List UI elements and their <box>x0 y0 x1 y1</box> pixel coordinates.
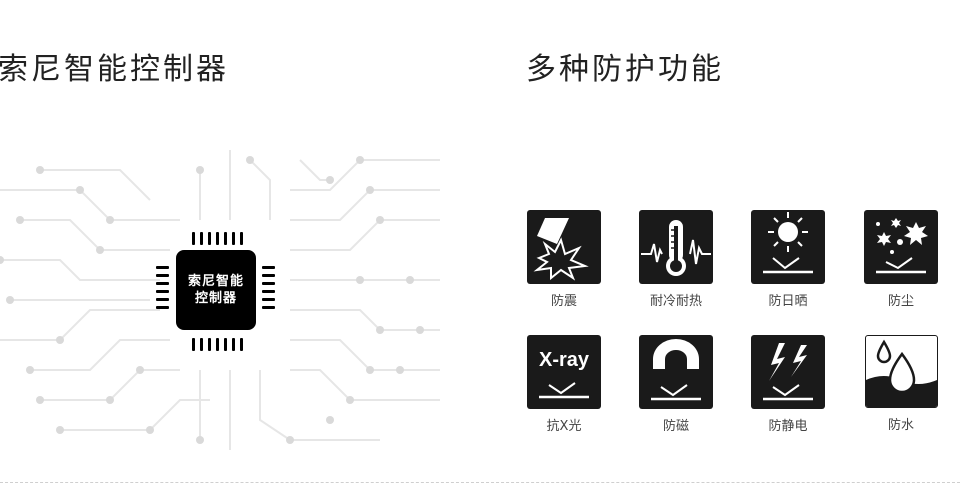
xray-icon-text: X-ray <box>538 349 590 371</box>
feature-xray-protection: X-ray 抗X光 <box>519 335 609 434</box>
feature-label: 抗X光 <box>546 419 582 434</box>
chip-label-line2: 控制器 <box>194 291 237 306</box>
magnet-icon <box>639 335 713 409</box>
feature-label: 防尘 <box>887 294 914 309</box>
chip-label: 索尼智能 控制器 <box>176 250 256 330</box>
chip-label-line1: 索尼智能 <box>187 274 244 289</box>
feature-magnetic-protection: 防磁 <box>631 335 721 434</box>
dust-icon <box>864 210 938 284</box>
feature-label: 耐冷耐热 <box>649 294 702 309</box>
feature-dust-protection: 防尘 <box>856 210 946 309</box>
chip-pins-bottom <box>192 338 243 351</box>
thermometer-icon <box>639 210 713 284</box>
xray-icon: X-ray <box>527 335 601 409</box>
water-drop-icon <box>864 335 938 408</box>
feature-label: 防日晒 <box>768 294 808 309</box>
feature-cold-heat: 耐冷耐热 <box>631 210 721 309</box>
bottom-divider <box>0 482 960 483</box>
feature-label: 防震 <box>550 294 577 309</box>
circuit-board-illustration <box>0 150 440 450</box>
feature-shockproof: 防震 <box>519 210 609 309</box>
feature-label: 防水 <box>887 418 914 433</box>
chip-pins-right <box>262 266 275 309</box>
chip-pins-top <box>192 232 243 245</box>
feature-label: 防静电 <box>768 419 808 434</box>
feature-sun-protection: 防日晒 <box>743 210 833 309</box>
controller-chip: 索尼智能 控制器 <box>150 228 280 358</box>
sun-icon <box>751 210 825 284</box>
feature-label: 防磁 <box>662 419 689 434</box>
chip-pins-left <box>156 266 169 309</box>
section-title-sony-controller: 索尼智能控制器 <box>0 52 229 87</box>
shockproof-icon <box>527 210 601 284</box>
feature-antistatic: 防静电 <box>743 335 833 434</box>
lightning-icon <box>751 335 825 409</box>
section-title-protection: 多种防护功能 <box>526 52 724 87</box>
feature-waterproof: 防水 <box>856 335 946 433</box>
